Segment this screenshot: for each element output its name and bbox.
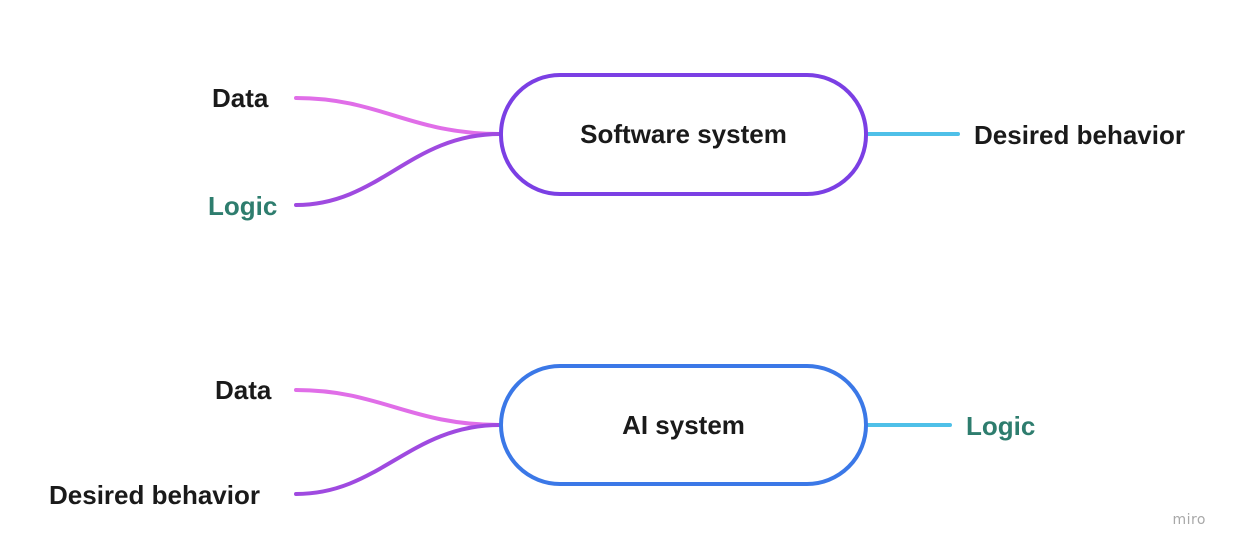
edge-data-to-software-system: [294, 96, 502, 136]
edge-data-to-ai-system: [294, 388, 502, 427]
miro-watermark: miro: [1172, 512, 1206, 528]
input-label-data-2: Data: [215, 375, 272, 405]
edge-logic-to-software-system: [294, 132, 502, 207]
output-label-desired-behavior-1: Desired behavior: [974, 120, 1185, 150]
node-ai-system: AI system: [499, 364, 868, 486]
node-label-ai-system: AI system: [622, 409, 745, 440]
input-label-desired-behavior-2: Desired behavior: [49, 480, 260, 510]
node-label-software-system: Software system: [580, 119, 787, 149]
edge-desired-behavior-to-ai-system: [294, 423, 502, 496]
input-label-data-1: Data: [212, 83, 269, 113]
output-label-logic-2: Logic: [966, 411, 1036, 441]
input-label-logic-1: Logic: [208, 191, 278, 221]
node-software-system: Software system: [499, 73, 868, 196]
